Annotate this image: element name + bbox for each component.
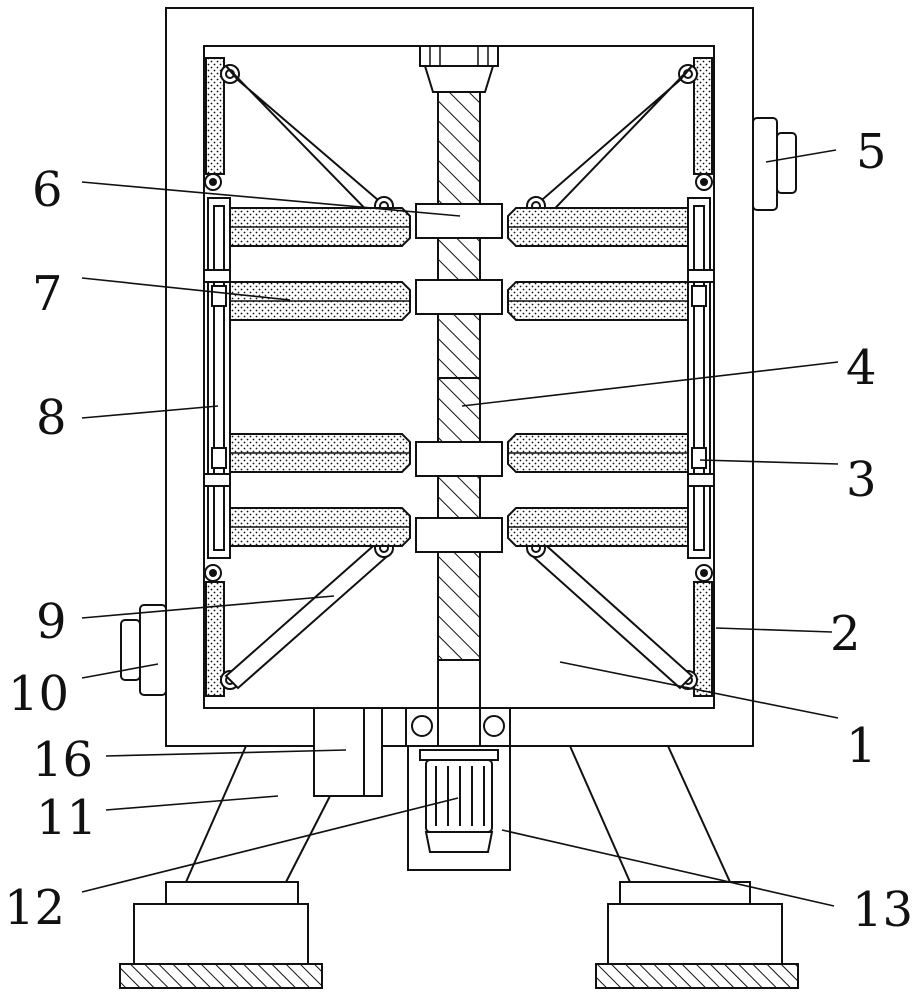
right-knob (752, 117, 797, 211)
label-6: 6 (32, 162, 63, 218)
label-10: 10 (8, 666, 69, 722)
right-leg (569, 745, 799, 989)
left-knob (120, 604, 167, 696)
leader-lines (81, 149, 839, 907)
right-lower-rail (693, 581, 713, 697)
label-1: 1 (846, 718, 877, 774)
left-side-frame (203, 197, 231, 559)
label-3: 3 (846, 452, 877, 508)
label-16: 16 (32, 732, 93, 788)
label-2: 2 (830, 606, 861, 662)
left-lower-rail (205, 581, 225, 697)
motor (419, 749, 499, 853)
label-8: 8 (36, 390, 67, 446)
label-12: 12 (4, 880, 65, 936)
label-4: 4 (846, 340, 877, 396)
stirring-arm-tier-1 (229, 203, 689, 247)
top-coupling (419, 45, 499, 93)
reference-numerals: 1 2 3 4 5 6 7 8 9 10 11 12 13 16 (4, 124, 913, 938)
stirring-arm-tier-2 (229, 279, 689, 321)
label-13: 13 (852, 882, 913, 938)
label-9: 9 (36, 594, 67, 650)
label-11: 11 (36, 790, 97, 846)
label-7: 7 (32, 266, 63, 322)
discharge-pipe (313, 707, 383, 797)
bearing-block (405, 707, 511, 747)
diagonal-rods (224, 65, 694, 690)
stirring-arm-tier-4 (229, 507, 689, 553)
label-5: 5 (856, 124, 887, 180)
stirring-arm-tier-3 (229, 433, 689, 477)
left-leg (119, 745, 331, 989)
